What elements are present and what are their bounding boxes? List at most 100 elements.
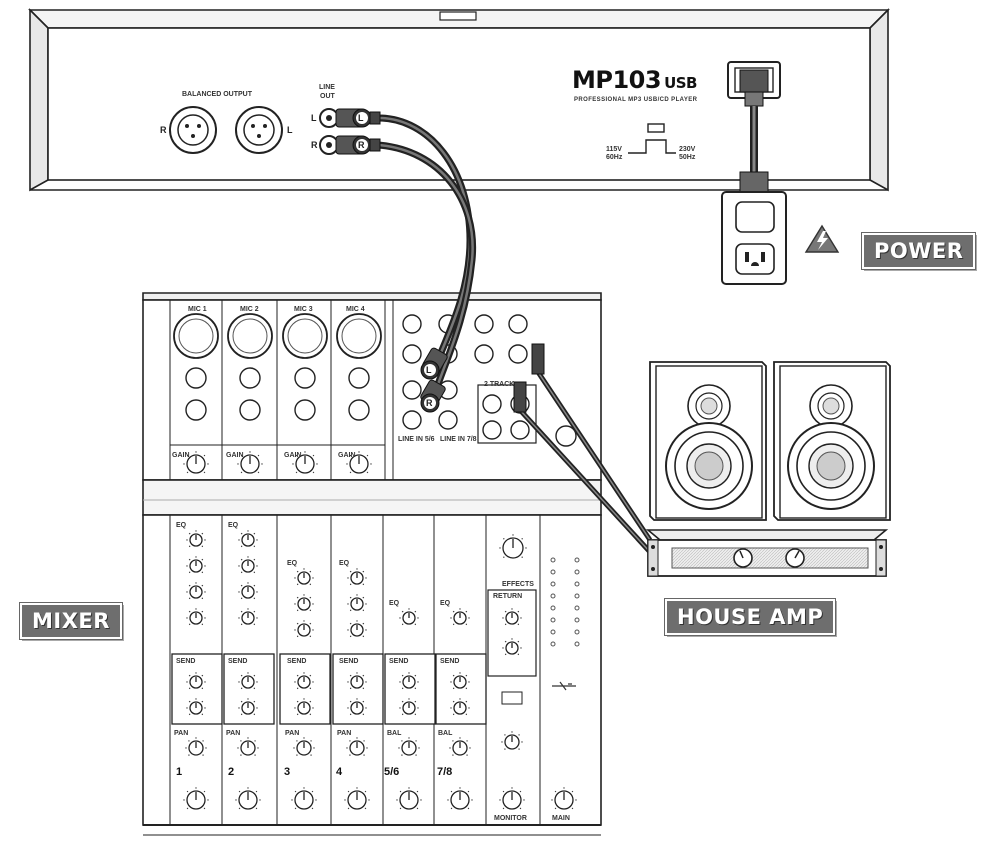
- level-knob-6-tick: [447, 799, 449, 801]
- channel-number-2: 2: [228, 766, 235, 778]
- monitor-knob-tick: [519, 790, 522, 793]
- level-knob-5-tick: [408, 787, 410, 789]
- eq-label-3: EQ: [287, 560, 298, 567]
- pan-knob-5-tick: [415, 754, 417, 756]
- pan-knob-2-tick: [254, 754, 256, 756]
- power-callout: POWER: [862, 233, 976, 269]
- mp3-player-rear-panel: [28, 8, 890, 192]
- phones-knob-tick: [518, 748, 520, 750]
- aux2-knob-5-tick: [399, 707, 401, 709]
- pan-knob-3-tick: [296, 740, 298, 742]
- speaker-right: [773, 361, 891, 521]
- eq-knob-2-3-tick: [256, 617, 258, 619]
- line-input-jack-2: [239, 367, 261, 389]
- eq-knob-2-2-tick: [240, 584, 243, 587]
- level-knob-5-tick: [399, 807, 402, 810]
- mic-input-jack-inner-2: [232, 318, 268, 354]
- eq-knob-3-1-tick: [296, 596, 299, 599]
- aux2-knob-5-tick: [414, 713, 417, 716]
- aux1-knob-4-tick: [365, 681, 367, 683]
- aux2-knob-2-tick: [253, 713, 256, 716]
- pan-knob-2-tick: [254, 740, 256, 742]
- level-knob-6-tick: [450, 807, 453, 810]
- aux2-knob-6-tick: [465, 713, 468, 716]
- line-out-label-1: LINE: [319, 84, 335, 91]
- level-knob-4-tick: [347, 790, 350, 793]
- level-knob-1-tick: [195, 787, 197, 789]
- pan-knob-5-tick: [398, 747, 400, 749]
- level-knob-5-tick: [420, 799, 422, 801]
- effects-select-knob-tick: [521, 556, 523, 558]
- effects-select-knob-tick: [503, 538, 505, 540]
- level-knob-1-tick: [183, 799, 185, 801]
- aux1-knob-6-tick: [452, 674, 455, 677]
- eq-knob-2-0-tick: [238, 539, 240, 541]
- eq-knob-2-3-tick: [253, 610, 256, 613]
- eq-knob-2-0-tick: [240, 532, 243, 535]
- pan-knob-4-tick: [356, 737, 358, 739]
- eq-knob-3-2-tick: [296, 622, 299, 625]
- pan-knob-3-tick: [310, 754, 312, 756]
- eq-knob-1-0-tick: [201, 545, 204, 548]
- aux2-knob-5-tick: [414, 700, 417, 703]
- eq-knob-3-0-tick: [296, 583, 299, 586]
- monitor-label: MONITOR: [494, 815, 527, 822]
- rca-plug-right-mixer: [420, 379, 446, 413]
- monitor-knob-tick: [511, 787, 513, 789]
- level-knob-6-tick: [450, 790, 453, 793]
- aux2-knob-5-tick: [417, 707, 419, 709]
- level-knob-2-tick: [247, 787, 249, 789]
- aux2-knob-6-tick: [459, 698, 461, 700]
- eq-knob-5-0-tick: [399, 617, 401, 619]
- meter-led-r-3: [574, 593, 580, 599]
- house-amp-callout: HOUSE AMP: [665, 599, 836, 635]
- level-knob-4-tick: [364, 790, 367, 793]
- meter-led-l-0: [550, 557, 556, 563]
- mic-2-label: MIC 2: [240, 306, 259, 313]
- aux1-knob-3-tick: [312, 681, 314, 683]
- mixer-plug-letter-r: R: [426, 398, 433, 408]
- aux2-knob-3-tick: [303, 698, 305, 700]
- aux1-knob-4-tick: [349, 687, 352, 690]
- eq-knob-4-0-tick: [362, 583, 365, 586]
- eq-knob-5-0-tick: [417, 617, 419, 619]
- eq-label-2: EQ: [228, 522, 239, 529]
- pan-knob-6-tick: [449, 747, 451, 749]
- gain-knob-3-tick: [312, 471, 315, 474]
- gain-knob-4-tick: [349, 454, 352, 457]
- eq-knob-1-0-tick: [195, 530, 197, 532]
- mic-3-label: MIC 3: [294, 306, 313, 313]
- eq-knob-1-3-tick: [201, 623, 204, 626]
- level-knob-1-tick: [203, 790, 206, 793]
- aux1-knob-3-tick: [296, 687, 299, 690]
- gain-knob-3-tick: [312, 454, 315, 457]
- eq-knob-3-2-tick: [296, 635, 299, 638]
- eq-knob-1-0-tick: [186, 539, 188, 541]
- eq-knob-4-1-tick: [349, 609, 352, 612]
- gain-knob-4-tick: [366, 454, 369, 457]
- return-knob-1-tick: [511, 608, 513, 610]
- gain-knob-2-tick: [257, 454, 260, 457]
- send-label-6: SEND: [440, 658, 460, 665]
- gain-knob-3-tick: [295, 454, 298, 457]
- two-track-jack-0: [482, 394, 502, 414]
- eq-knob-3-1-tick: [312, 603, 314, 605]
- eq-knob-2-1-tick: [256, 565, 258, 567]
- eq-knob-3-2-tick: [309, 622, 312, 625]
- rca-plug-left-mixer: [420, 347, 448, 380]
- eq-knob-2-0-tick: [253, 545, 256, 548]
- aux1-knob-6-tick: [450, 681, 452, 683]
- aux2-knob-4-tick: [362, 700, 365, 703]
- aux1-knob-4-tick: [347, 681, 349, 683]
- pan-knob-2-tick: [240, 740, 242, 742]
- meter-led-r-4: [574, 605, 580, 611]
- gain-knob-2-tick: [257, 471, 260, 474]
- main-knob-tick: [563, 787, 565, 789]
- eq-knob-2-3-tick: [253, 623, 256, 626]
- level-knob-1-tick: [186, 790, 189, 793]
- rear-jack-0: [402, 314, 422, 334]
- pan-knob-1-tick: [188, 754, 190, 756]
- eq-knob-4-2-tick: [356, 620, 358, 622]
- pan-knob-4-tick: [366, 747, 368, 749]
- eq-knob-4-0-tick: [362, 570, 365, 573]
